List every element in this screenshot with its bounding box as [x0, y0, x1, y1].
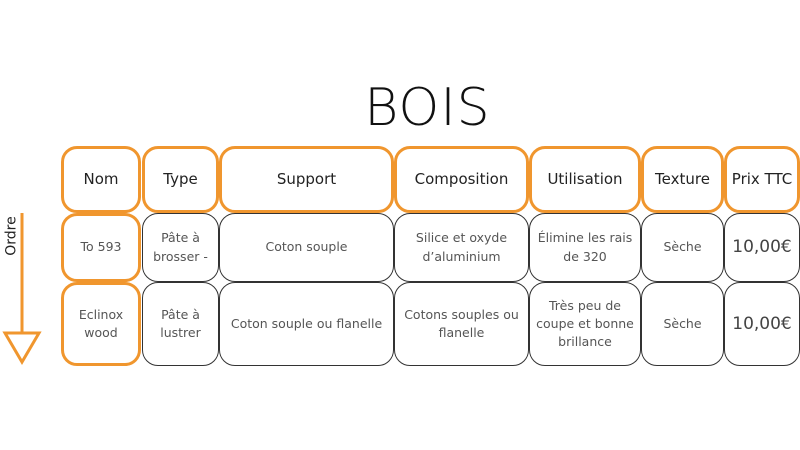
header-texture: Texture — [641, 146, 724, 213]
table-cell: Sèche — [641, 213, 724, 282]
header-support-text: Support — [276, 169, 337, 188]
header-support: Support — [219, 146, 394, 213]
table-cell-text: Eclinox wood — [78, 306, 124, 340]
table-cell-text: Élimine les rais de 320 — [537, 230, 633, 264]
table-cell-text: 10,00€ — [732, 237, 792, 258]
header-composition: Composition — [394, 146, 529, 213]
header-type-text: Type — [163, 169, 198, 188]
table-cell: 10,00€ — [724, 213, 800, 282]
table-cell: To 593 — [61, 213, 141, 282]
header-prix-ttc: Prix TTC — [724, 146, 800, 213]
header-utilisation-text: Utilisation — [547, 169, 623, 188]
header-nom-text: Nom — [83, 169, 119, 188]
table-cell-text: Sèche — [663, 315, 702, 331]
table-cell: Coton souple ou flanelle — [219, 282, 394, 366]
table-cell: Pâte à lustrer — [142, 282, 219, 366]
header-prix-ttc-text: Prix TTC — [731, 169, 793, 188]
table-cell: Très peu de coupe et bonne brillance — [529, 282, 641, 366]
table-cell: Sèche — [641, 282, 724, 366]
header-nom: Nom — [61, 146, 141, 213]
table-cell-text: Silice et oxyde d’aluminium — [415, 230, 508, 264]
table-cell-text: Pâte à lustrer — [160, 306, 201, 340]
table-cell: 10,00€ — [724, 282, 800, 366]
header-utilisation: Utilisation — [529, 146, 641, 213]
header-type: Type — [142, 146, 219, 213]
table-cell: Coton souple — [219, 213, 394, 282]
table-cell-text: To 593 — [80, 239, 122, 255]
table-cell-text: Coton souple ou flanelle — [230, 315, 383, 331]
table-cell: Silice et oxyde d’aluminium — [394, 213, 529, 282]
table-cell-text: Pâte à brosser - — [153, 230, 208, 264]
table-cell-text: Coton souple — [265, 239, 348, 255]
table-cell: Élimine les rais de 320 — [529, 213, 641, 282]
page-title: BOIS — [364, 78, 491, 138]
table-cell: Cotons souples ou flanelle — [394, 282, 529, 366]
header-composition-text: Composition — [414, 169, 509, 188]
header-texture-text: Texture — [655, 169, 710, 188]
table-cell-text: Sèche — [663, 239, 702, 255]
table-cell: Pâte à brosser - — [142, 213, 219, 282]
table-cell-text: 10,00€ — [732, 313, 792, 334]
table-cell-text: Cotons souples ou flanelle — [404, 306, 519, 340]
down-arrow-icon — [2, 213, 42, 365]
table-cell-text: Très peu de coupe et bonne brillance — [536, 297, 634, 350]
table-cell: Eclinox wood — [61, 282, 141, 366]
